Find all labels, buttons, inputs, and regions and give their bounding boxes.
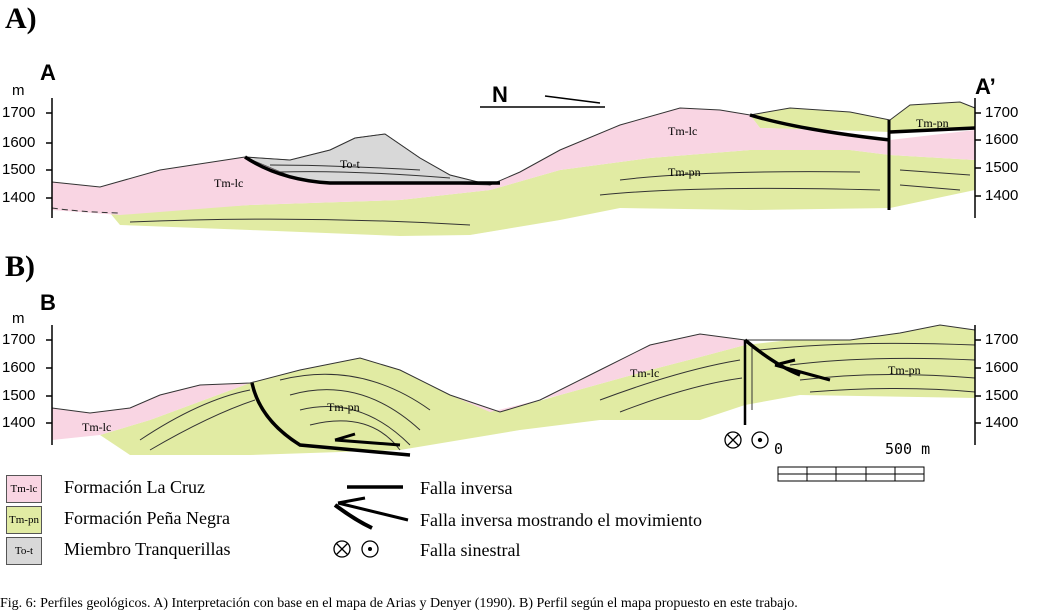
formation-label: Tm-lc xyxy=(214,176,244,190)
unit-tm-pn-a xyxy=(110,150,975,236)
tick-label: 1600 xyxy=(2,359,36,376)
unit-tm-lc-b-mid xyxy=(450,334,745,412)
legend-label: Formación La Cruz xyxy=(64,477,205,497)
tick-label: 1600 xyxy=(985,359,1019,376)
formation-label: Tm-lc xyxy=(630,366,660,380)
panel-label-b: B) xyxy=(5,250,35,283)
north-indicator xyxy=(480,95,605,108)
tick-label: 1500 xyxy=(985,159,1019,176)
tick-label: 1600 xyxy=(985,131,1019,148)
tick-label: 1700 xyxy=(985,104,1019,121)
legend-swatch-tm-pn: Tm-pn xyxy=(6,506,42,534)
tick-label: 1700 xyxy=(985,331,1019,348)
unit-tm-lc-a xyxy=(52,108,975,215)
figure-caption: Fig. 6: Perfiles geológicos. A) Interpre… xyxy=(0,596,798,611)
axis-unit-b: m xyxy=(12,310,25,327)
formation-label: Tm-lc xyxy=(668,124,698,138)
legend-label: Falla inversa xyxy=(420,478,513,498)
tick-label: 1400 xyxy=(2,414,36,431)
scale-bar xyxy=(777,466,925,482)
tick-label: 1500 xyxy=(2,387,36,404)
unit-tm-pn-b xyxy=(100,325,975,455)
legend-label: Falla inversa mostrando el movimiento xyxy=(420,510,702,530)
legend-swatch-tm-lc: Tm-lc xyxy=(6,475,42,503)
formation-label: Tm-lc xyxy=(82,420,112,434)
formation-label: Tm-pn xyxy=(668,165,701,179)
panel-label-a: A) xyxy=(5,2,37,35)
formation-label: Tm-pn xyxy=(916,116,949,130)
section-end-a: A’ xyxy=(975,74,996,99)
tick-label: 1500 xyxy=(985,387,1019,404)
tick-label: 1400 xyxy=(2,189,36,206)
scale-zero: 0 xyxy=(774,440,784,458)
tick-label: 1700 xyxy=(2,331,36,348)
tick-label: 1400 xyxy=(985,187,1019,204)
profile-a xyxy=(51,101,976,236)
tick-label: 1700 xyxy=(2,104,36,121)
north-label: N xyxy=(492,82,508,107)
tick-label: 1400 xyxy=(985,414,1019,431)
legend-swatch-to-t: To-t xyxy=(6,537,42,565)
legend-label: Falla sinestral xyxy=(420,540,521,560)
elevation-axes xyxy=(46,98,981,445)
sinistral-fault-symbols xyxy=(724,431,769,449)
section-start-a: A xyxy=(40,60,56,85)
unit-tm-lc-b-left xyxy=(52,383,250,440)
section-start-b: B xyxy=(40,290,56,315)
legend-label: Formación Peña Negra xyxy=(64,508,230,528)
scale-length: 500 m xyxy=(885,440,931,458)
profile-b xyxy=(51,324,976,457)
legend-label: Miembro Tranquerillas xyxy=(64,539,231,559)
formation-label: Tm-pn xyxy=(327,400,360,414)
formation-label: To-t xyxy=(340,157,360,171)
tick-label: 1500 xyxy=(2,161,36,178)
formation-label: Tm-pn xyxy=(888,363,921,377)
tick-label: 1600 xyxy=(2,134,36,151)
axis-unit-a: m xyxy=(12,82,25,99)
legend-structure-symbols xyxy=(333,485,409,558)
